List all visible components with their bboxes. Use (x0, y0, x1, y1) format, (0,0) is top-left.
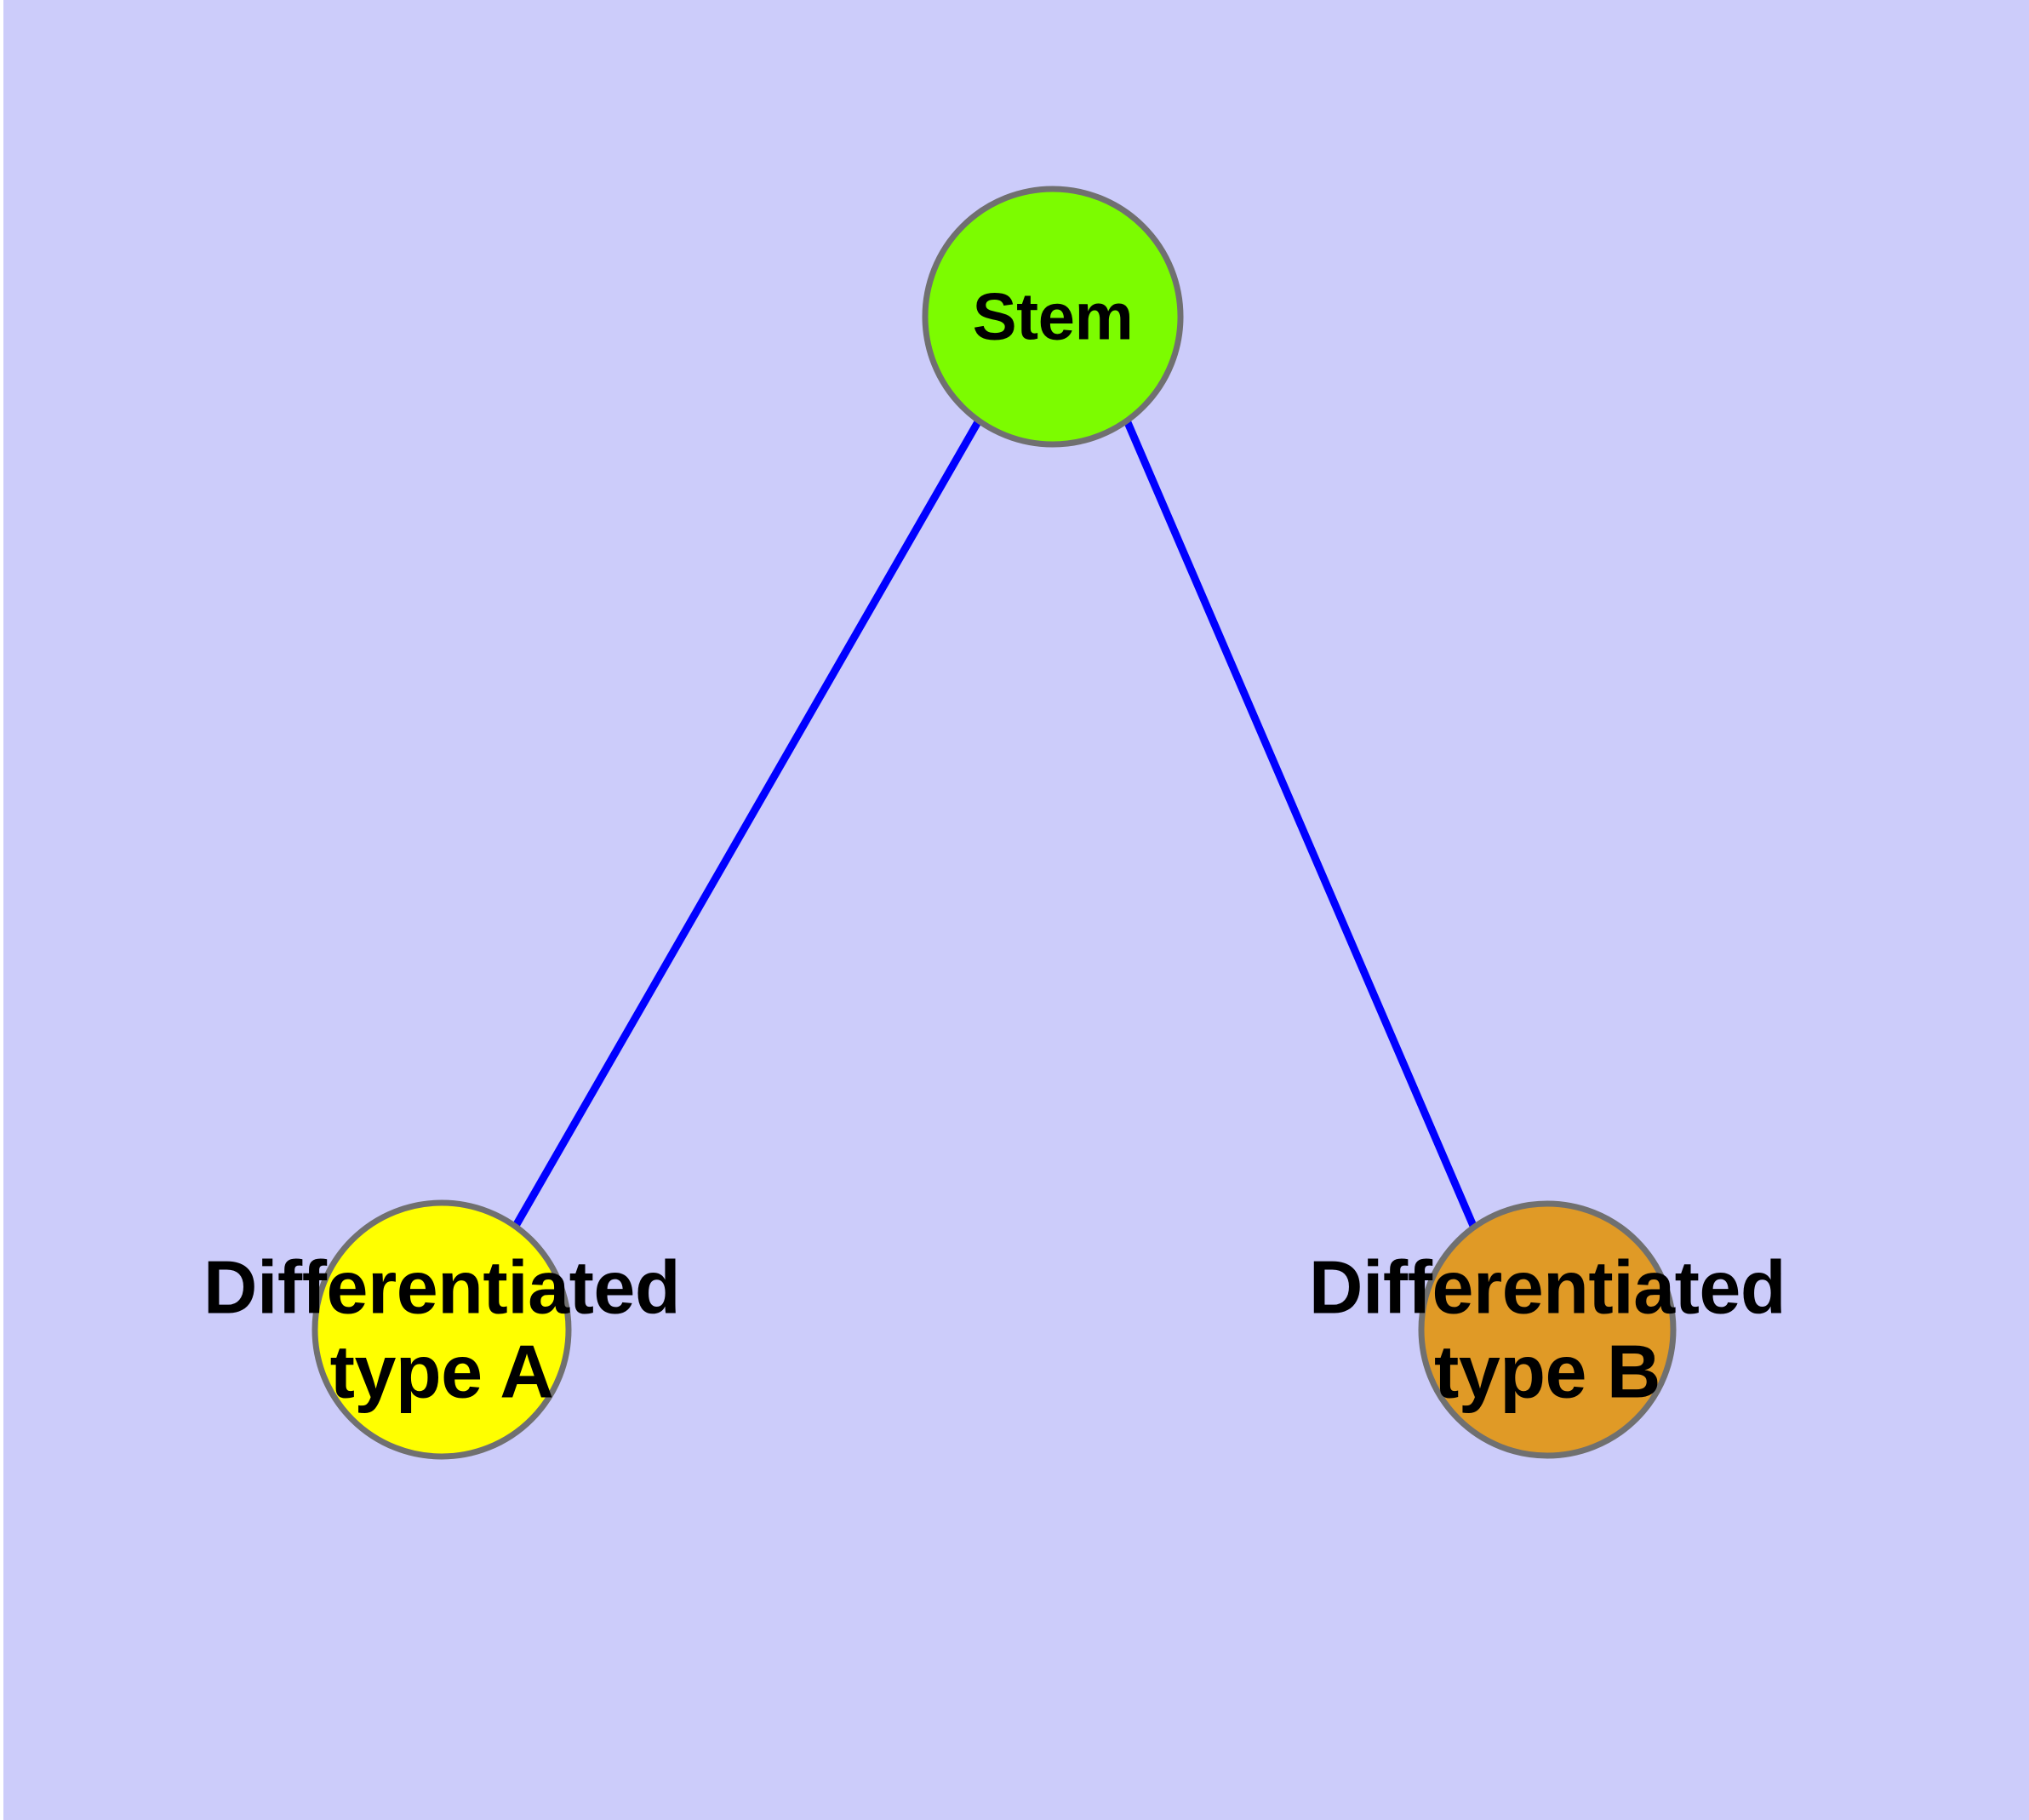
edge-layer (512, 418, 1477, 1228)
edge-stem-to-type-b[interactable] (1123, 419, 1477, 1228)
node-stem[interactable] (922, 186, 1184, 448)
node-differentiated-type-b[interactable] (1418, 1200, 1677, 1459)
edge-stem-to-type-a[interactable] (512, 418, 982, 1228)
node-layer (311, 186, 1677, 1460)
node-differentiated-type-a[interactable] (311, 1199, 572, 1460)
